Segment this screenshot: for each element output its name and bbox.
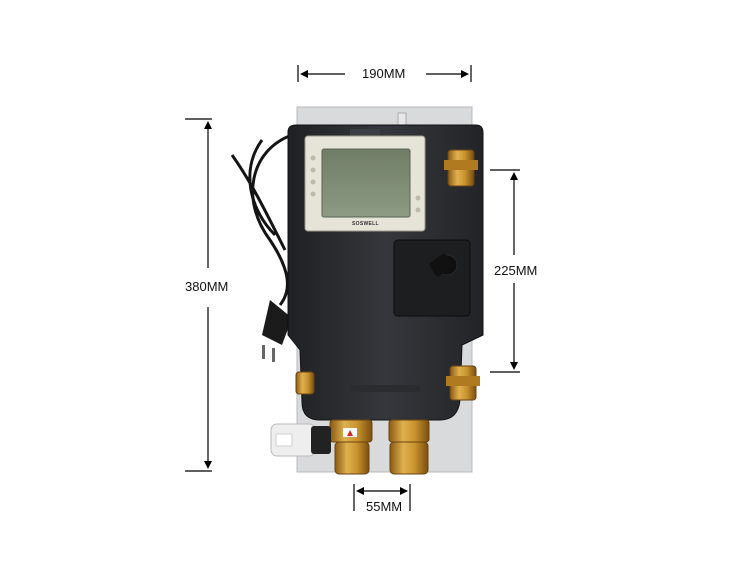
dimension-label-left: 380MM — [185, 279, 229, 294]
controller-brand-label: SOSWELL — [352, 221, 379, 227]
dimension-label-top: 190MM — [362, 66, 406, 81]
housing-emboss — [350, 385, 420, 392]
dimension-line-bottom — [353, 484, 411, 511]
actuator-lever — [429, 253, 453, 277]
lcd-screen — [321, 148, 411, 218]
brass-fitting-bottom-right — [446, 365, 480, 401]
controller-left-buttons — [310, 155, 316, 197]
dimension-label-right: 225MM — [494, 263, 538, 278]
housing-top-tab — [350, 129, 380, 137]
controller-right-buttons — [415, 195, 421, 213]
actuator-box — [393, 239, 471, 317]
power-cable — [230, 133, 293, 306]
power-plug — [262, 300, 292, 362]
dimension-line-top — [297, 65, 472, 82]
dimension-label-bottom: 55MM — [366, 499, 403, 514]
bottom-valve-left — [329, 419, 373, 475]
thermal-actuator — [270, 423, 331, 457]
brass-fitting-left — [295, 371, 315, 395]
brass-fitting-top-right — [444, 149, 478, 187]
bottom-valve-right — [388, 419, 430, 475]
dimension-line-left — [185, 118, 212, 472]
dimension-line-right — [490, 169, 520, 373]
